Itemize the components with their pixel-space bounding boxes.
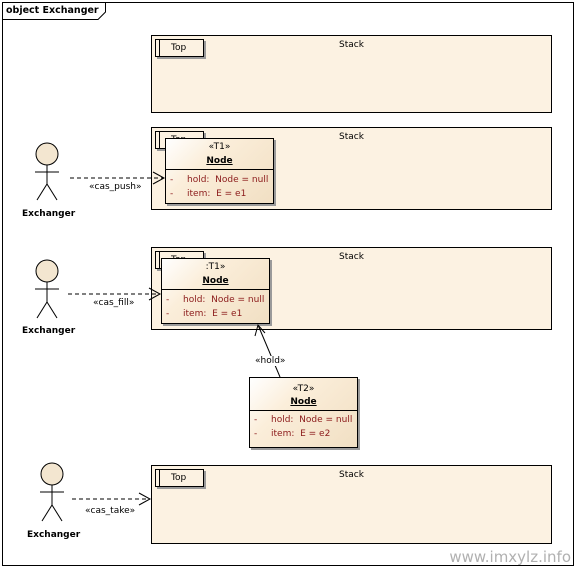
stack-name: Stack <box>339 40 364 50</box>
top-part[interactable]: Top <box>155 469 204 487</box>
actor-label: Exchanger <box>27 530 81 540</box>
actor-figure[interactable] <box>40 462 64 522</box>
node-name: Node <box>290 397 317 407</box>
cas-take-arrow[interactable] <box>72 492 152 506</box>
node-stereotype: :T1» <box>205 262 226 272</box>
node-name: Node <box>202 276 229 286</box>
stack-1[interactable]: Stack Top <box>151 35 552 113</box>
stack-name: Stack <box>339 252 364 262</box>
node-divider <box>250 410 357 411</box>
hold-arrow[interactable] <box>254 323 281 378</box>
node-attr-item: -item: E = e2 <box>254 429 331 439</box>
top-part[interactable]: Top <box>155 39 204 57</box>
node-attr-hold: -hold: Node = null <box>166 295 265 305</box>
frame-title: object Exchanger <box>6 5 99 16</box>
node-attr-hold: -hold: Node = null <box>170 175 269 185</box>
top-label: Top <box>171 43 187 53</box>
node-stereotype: «T2» <box>292 384 315 394</box>
node-name: Node <box>206 156 233 166</box>
cas-fill-label: «cas_fill» <box>93 298 135 308</box>
node-attr-item: -item: E = e1 <box>166 309 243 319</box>
actor-label: Exchanger <box>22 326 76 336</box>
cas-push-arrow[interactable] <box>70 171 166 185</box>
node-t1-push[interactable]: «T1» Node -hold: Node = null -item: E = … <box>165 138 274 204</box>
node-attr-item: -item: E = e1 <box>170 189 247 199</box>
node-t1-fill[interactable]: :T1» Node -hold: Node = null -item: E = … <box>161 258 270 324</box>
watermark: www.imxylz.info <box>449 548 571 566</box>
node-attr-hold: -hold: Node = null <box>254 415 353 425</box>
actor-label: Exchanger <box>22 209 76 219</box>
stack-4[interactable]: Stack Top <box>151 465 552 544</box>
frame-tab <box>2 2 106 20</box>
stack-name: Stack <box>339 470 364 480</box>
stack-name: Stack <box>339 132 364 142</box>
node-stereotype: «T1» <box>208 142 231 152</box>
actor-figure[interactable] <box>35 259 59 319</box>
top-label: Top <box>171 473 187 483</box>
hold-label: «hold» <box>255 356 286 366</box>
cas-fill-arrow[interactable] <box>68 287 162 301</box>
actor-figure[interactable] <box>35 142 59 201</box>
cas-push-label: «cas_push» <box>89 182 142 192</box>
cas-take-label: «cas_take» <box>85 506 136 516</box>
node-divider <box>162 289 269 290</box>
node-t2[interactable]: «T2» Node -hold: Node = null -item: E = … <box>249 377 358 448</box>
node-divider <box>166 169 273 170</box>
